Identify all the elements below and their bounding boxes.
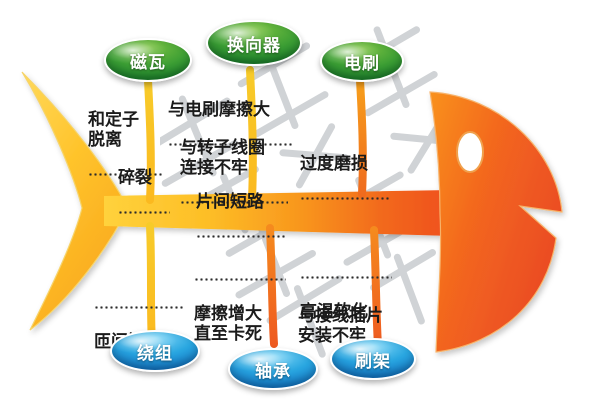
category-node-shuajia[interactable]: 刷架 bbox=[330, 338, 416, 380]
cause-dotline bbox=[88, 173, 162, 177]
cause-huanxiangqi-2: 与转子线圈 连接不牢 bbox=[180, 118, 288, 224]
cause-dianshua-1-text: 过度磨损 bbox=[300, 154, 368, 175]
category-node-zhoucheng[interactable]: 轴承 bbox=[228, 348, 318, 390]
cause-cigua-2: 碎裂 bbox=[118, 148, 170, 234]
category-label-huanxiangqi: 换向器 bbox=[227, 35, 281, 56]
cause-huanxiangqi-2-text: 与转子线圈 连接不牢 bbox=[180, 138, 265, 179]
cause-dotline bbox=[118, 211, 170, 215]
cause-shuajia-1-text: 高温软化 bbox=[300, 302, 368, 323]
category-label-cigua: 磁瓦 bbox=[130, 52, 166, 73]
category-node-dianshua[interactable]: 电刷 bbox=[320, 40, 404, 82]
cause-dotline bbox=[180, 201, 288, 205]
category-label-zhoucheng: 轴承 bbox=[255, 361, 291, 382]
category-node-huanxiangqi[interactable]: 换向器 bbox=[206, 20, 302, 66]
cause-dotline bbox=[168, 143, 292, 147]
cause-dotline bbox=[300, 197, 390, 201]
category-node-cigua[interactable]: 磁瓦 bbox=[104, 38, 192, 82]
cause-cigua-2-text: 碎裂 bbox=[118, 168, 152, 189]
cause-cigua-1: 和定子 脱离 bbox=[88, 90, 162, 196]
cause-zhoucheng-1-text: 摩擦增大 直至卡死 bbox=[194, 304, 262, 345]
category-label-raozu: 绕组 bbox=[137, 343, 173, 364]
cause-zhoucheng-1: 摩擦增大 直至卡死 bbox=[194, 258, 286, 364]
category-node-raozu[interactable]: 绕组 bbox=[110, 330, 200, 372]
cause-huanxiangqi-1-text: 与电刷摩擦大 bbox=[168, 100, 270, 121]
category-label-dianshua: 电刷 bbox=[344, 53, 380, 74]
cause-dotline bbox=[300, 276, 392, 280]
cause-huanxiangqi-3: 片间短路 bbox=[196, 172, 286, 258]
cause-huanxiangqi-3-text: 片间短路 bbox=[196, 192, 264, 213]
cause-dotline bbox=[194, 278, 286, 282]
cause-dotline bbox=[196, 235, 286, 239]
cause-shuajia-1: 高温软化 bbox=[300, 256, 392, 342]
category-label-shuajia: 刷架 bbox=[355, 351, 391, 372]
cause-huanxiangqi-1: 与电刷摩擦大 bbox=[168, 80, 292, 166]
cause-dianshua-1: 过度磨损 bbox=[300, 134, 390, 220]
cause-cigua-1-text: 和定子 脱离 bbox=[88, 110, 139, 151]
cause-dotline bbox=[94, 306, 184, 310]
